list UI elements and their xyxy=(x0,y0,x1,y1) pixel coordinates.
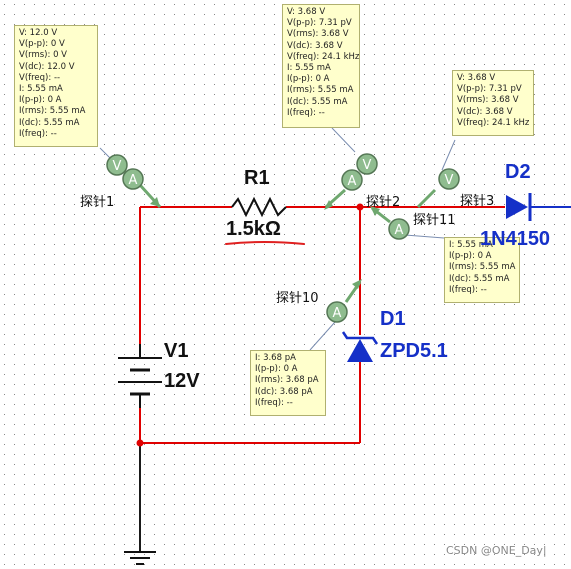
v1-ref-label: V1 xyxy=(164,340,189,362)
readout-line: V: 3.68 V xyxy=(457,73,496,83)
probe-1[interactable]: V A xyxy=(106,154,162,209)
readout-line: I(rms): 5.55 mA xyxy=(287,85,354,96)
probe10-label: 探针10 xyxy=(276,291,319,306)
probe-11[interactable]: A xyxy=(370,206,410,240)
readout-line: V(p-p): 7.31 pV xyxy=(287,18,352,29)
probe11-readout: I: 5.55 mA I(p-p): 0 A I(rms): 5.55 mA I… xyxy=(444,237,520,303)
d2-ref-label: D2 xyxy=(505,161,531,183)
probe10-readout: I: 3.68 pA I(p-p): 0 A I(rms): 3.68 pA I… xyxy=(250,350,326,416)
readout-line: I(freq): -- xyxy=(287,107,325,118)
readout-line: V(rms): 3.68 V xyxy=(457,95,519,106)
readout-line: I(p-p): 0 A xyxy=(19,95,62,106)
readout-line: I(p-p): 0 A xyxy=(449,251,492,262)
diode-d2[interactable] xyxy=(506,193,532,221)
d2-value-label: 1N4150 xyxy=(480,228,551,250)
readout-line: I(dc): 3.68 pA xyxy=(255,386,313,397)
probe1-readout: V: 12.0 V V(p-p): 0 V V(rms): 0 V V(dc):… xyxy=(14,25,98,147)
junction-dot xyxy=(356,203,364,211)
probe3-readout: V: 3.68 V V(p-p): 7.31 pV V(rms): 3.68 V… xyxy=(452,70,534,136)
readout-line: I(dc): 5.55 mA xyxy=(449,273,510,284)
readout-line: I: 5.55 mA xyxy=(287,62,331,73)
probe2-label: 探针2 xyxy=(366,195,401,210)
probe2-readout: V: 3.68 V V(p-p): 7.31 pV V(rms): 3.68 V… xyxy=(282,4,360,128)
readout-line: V(rms): 0 V xyxy=(19,50,67,61)
v1-value-label: 12V xyxy=(164,370,200,392)
probe11-label: 探针11 xyxy=(413,213,456,228)
readout-line: V(p-p): 7.31 pV xyxy=(457,84,522,95)
readout-line: V(rms): 3.68 V xyxy=(287,29,349,40)
r1-ref-label: R1 xyxy=(244,167,270,189)
readout-line: V: 12.0 V xyxy=(19,28,58,38)
readout-line: V(freq): 24.1 kHz xyxy=(457,117,530,128)
readout-line: V: 3.68 V xyxy=(287,7,326,17)
readout-line: V(dc): 3.68 V xyxy=(287,40,343,51)
readout-line: I(dc): 5.55 mA xyxy=(19,117,80,128)
readout-line: V(dc): 12.0 V xyxy=(19,61,75,72)
readout-line: I: 5.55 mA xyxy=(449,240,493,250)
readout-line: I: 5.55 mA xyxy=(19,83,63,94)
probe-2[interactable]: V A xyxy=(324,153,378,210)
junction-dot xyxy=(136,439,144,447)
readout-line: V(freq): 24.1 kHz xyxy=(287,51,360,62)
readout-line: I(freq): -- xyxy=(449,284,487,295)
readout-line: V(freq): -- xyxy=(19,72,61,83)
voltage-probe-glyph: V xyxy=(363,158,372,173)
readout-line: I(rms): 5.55 mA xyxy=(19,106,86,117)
leader-lines xyxy=(99,127,456,351)
resistor-r1[interactable] xyxy=(231,196,287,218)
readout-line: I(freq): -- xyxy=(255,397,293,408)
watermark: CSDN @ONE_Day| xyxy=(446,544,547,557)
voltage-probe-glyph: V xyxy=(113,159,122,174)
battery-v1[interactable] xyxy=(118,344,162,408)
readout-line: V(p-p): 0 V xyxy=(19,39,65,50)
readout-line: V(dc): 3.68 V xyxy=(457,106,513,117)
voltage-probe-glyph: V xyxy=(445,173,454,188)
probe3-label: 探针3 xyxy=(460,194,495,209)
current-probe-glyph: A xyxy=(129,173,138,188)
current-probe-glyph: A xyxy=(395,223,404,238)
probe-10[interactable]: A xyxy=(326,279,362,323)
probe-3[interactable]: V xyxy=(416,168,460,209)
readout-line: I(rms): 3.68 pA xyxy=(255,375,319,386)
readout-line: I(freq): -- xyxy=(19,128,57,139)
readout-line: I(dc): 5.55 mA xyxy=(287,96,348,107)
probe1-label: 探针1 xyxy=(80,195,115,210)
zener-diode-d1[interactable] xyxy=(341,331,379,362)
readout-line: I: 3.68 pA xyxy=(255,353,296,363)
readout-line: I(p-p): 0 A xyxy=(255,364,298,375)
current-probe-glyph: A xyxy=(348,174,357,189)
d1-value-label: ZPD5.1 xyxy=(380,340,448,362)
ground-symbol xyxy=(124,551,156,565)
r1-value-label: 1.5kΩ xyxy=(226,218,281,240)
wires xyxy=(139,206,505,444)
current-probe-glyph: A xyxy=(333,306,342,321)
readout-line: I(rms): 5.55 mA xyxy=(449,262,516,273)
d1-ref-label: D1 xyxy=(380,308,406,330)
readout-line: I(p-p): 0 A xyxy=(287,74,330,85)
